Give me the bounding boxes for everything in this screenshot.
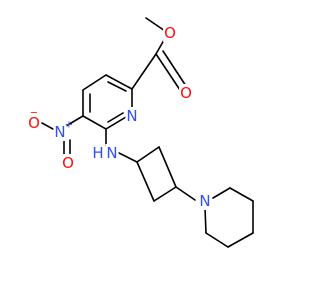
bond-ring-c5-c6 [82, 115, 107, 130]
bond-cb-piperidine [175, 186, 196, 201]
bond-cb-2 [158, 146, 177, 188]
atom-labels: O O N N + O O − N H N [28, 24, 211, 210]
bond-ester-ring [131, 53, 157, 90]
atom-o-methoxy: O [164, 24, 176, 42]
bond-ring-c6-n [105, 116, 127, 130]
atom-n-piperidine: N [199, 192, 210, 210]
bond-pip-5 [229, 187, 254, 202]
bond-pip-3 [227, 232, 254, 248]
bond-nitro-o-single [41, 122, 54, 130]
atom-n-pyridine: N [126, 107, 137, 125]
atom-n-nitro-charge: + [65, 120, 73, 131]
bond-cb-4 [136, 161, 155, 202]
atom-h-amine: H [92, 144, 103, 162]
bond-carbonyl-double-a [155, 53, 181, 91]
bond-pip-6 [212, 187, 231, 199]
atom-label-background [179, 84, 193, 102]
bonds [41, 17, 254, 248]
atom-label-background [61, 154, 75, 172]
bond-carbonyl-double-b [162, 50, 187, 87]
bond-ring-c3-c4 [82, 74, 107, 91]
bond-pip-2 [205, 232, 229, 248]
bond-ring-c2-c3-inner [107, 81, 127, 92]
molecule-structure: O O N N + O O − N H N [27, 17, 254, 248]
bond-cb-3 [153, 186, 177, 202]
atom-label-background [53, 123, 67, 141]
atom-label-background [105, 144, 119, 162]
bond-ring-c6-n-inner [107, 112, 124, 123]
atom-o-nitro-single: O [28, 114, 40, 132]
atom-label-background [198, 192, 212, 210]
atom-o-carbonyl: O [180, 84, 192, 102]
atom-n-amine: N [106, 144, 117, 162]
atom-label-background [163, 24, 177, 42]
atom-label-background [27, 114, 41, 132]
atom-n-nitro: N [54, 123, 65, 141]
atom-label-backgrounds [27, 24, 212, 210]
atom-label-background [91, 144, 105, 162]
bond-nh-cyclobutyl [116, 151, 138, 163]
atom-o-nitro-charge: − [30, 108, 38, 119]
bond-cb-1 [136, 146, 160, 163]
bond-ring-c2-c3 [105, 74, 133, 90]
bond-ring-nitro-n [65, 115, 84, 127]
bond-pip-1 [204, 207, 207, 234]
atom-o-nitro-double: O [62, 154, 74, 172]
atom-label-background [125, 107, 139, 125]
